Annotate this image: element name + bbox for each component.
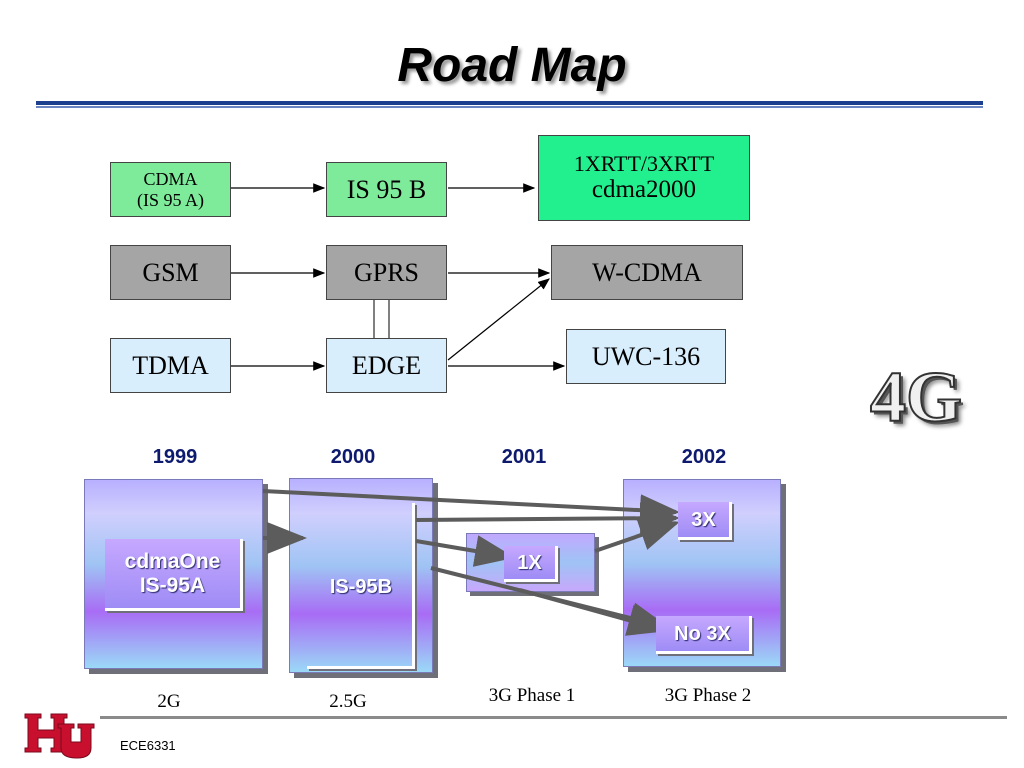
gen-2g: 2G (157, 691, 181, 712)
wcdma-label: W-CDMA (592, 257, 702, 287)
no3x-label: No 3X (674, 622, 731, 645)
footer-rule (100, 716, 1007, 719)
cdmaone-label: cdmaOne (124, 550, 221, 574)
arrow-cdmaone-to-3x (262, 489, 680, 527)
wcdma-box: W-CDMA (551, 245, 743, 300)
page-title: Road Map (397, 39, 627, 92)
gsm-box: GSM (110, 245, 231, 300)
is95a-timeline-label: IS-95A (139, 573, 206, 597)
year-1999: 1999 (152, 446, 198, 468)
uwc136-box: UWC-136 (566, 329, 726, 384)
3x-label: 3X (691, 508, 716, 531)
title-rule-secondary (36, 106, 983, 108)
year-2000: 2000 (330, 446, 376, 468)
1x-label-box: 1X (504, 546, 558, 582)
arrow-is95b-to-3x (415, 502, 680, 535)
is95b-timeline-label: IS-95B (329, 576, 393, 598)
title-rule (36, 101, 983, 105)
gen-3g-phase2: 3G Phase 2 (664, 685, 752, 706)
tdma-box: TDMA (110, 338, 231, 393)
arrow-1x-to-3x (594, 519, 680, 553)
is95b-box: IS 95 B (326, 162, 447, 217)
footer-course-code: ECE6331 (120, 738, 176, 753)
gsm-label: GSM (142, 257, 199, 287)
4g-badge: 4G (869, 356, 963, 438)
arrow-1x-to-no3x (519, 588, 668, 636)
year-2002: 2002 (681, 446, 727, 468)
arrow-is95b-to-1x (415, 535, 515, 567)
is95a-label: (IS 95 A) (137, 189, 204, 210)
1x-label: 1X (517, 551, 542, 574)
uwc136-label: UWC-136 (591, 341, 701, 371)
gprs-box: GPRS (326, 245, 447, 300)
edge-label: EDGE (351, 350, 422, 380)
1xrtt-3xrtt-label: 1XRTT/3XRTT (573, 150, 715, 176)
arrow-edge-to-wcdma (447, 278, 550, 361)
cdma-is95a-box: CDMA (IS 95 A) (110, 162, 231, 217)
3x-label-box: 3X (678, 502, 732, 540)
uh-logo-icon (24, 713, 95, 759)
cdmaone-label-box: cdmaOne IS-95A (105, 539, 243, 611)
year-2001: 2001 (501, 446, 547, 468)
is95b-label: IS 95 B (346, 174, 427, 204)
is95b-timeline-label-box: IS-95B (309, 570, 413, 604)
is95b-frame (307, 503, 415, 669)
cdma2000-label: cdma2000 (591, 176, 697, 204)
cdma2000-box: 1XRTT/3XRTT cdma2000 (538, 135, 750, 221)
gen-3g-phase1: 3G Phase 1 (488, 685, 576, 706)
gen-2-5g: 2.5G (329, 691, 367, 712)
gprs-label: GPRS (353, 257, 420, 287)
panel-2000 (289, 478, 433, 673)
tdma-label: TDMA (132, 350, 209, 380)
no3x-label-box: No 3X (656, 616, 752, 654)
edge-box: EDGE (326, 338, 447, 393)
cdma-label: CDMA (143, 168, 198, 189)
